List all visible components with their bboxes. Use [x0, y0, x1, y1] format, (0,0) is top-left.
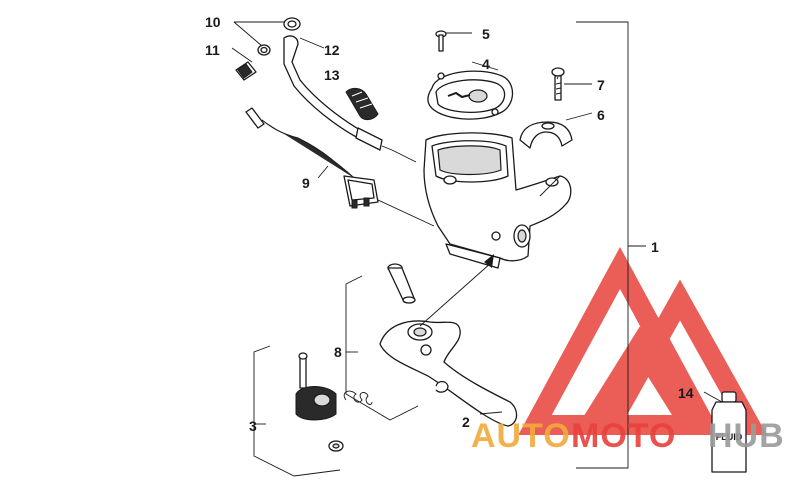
- assembly-bracket-1: [576, 21, 646, 469]
- brake-switch-9: [245, 107, 435, 227]
- adjuster-bracket-3: [253, 345, 341, 477]
- rubber-boot-13: [345, 87, 379, 121]
- circlip: [435, 380, 449, 393]
- lever-spring: [343, 390, 373, 405]
- watermark-logo: [518, 246, 768, 435]
- callout-10-leaders: [233, 21, 284, 47]
- pivot-bolt: [387, 263, 416, 304]
- callout-10: 10: [205, 14, 221, 30]
- callout-3: 3: [249, 418, 257, 434]
- bolt-11: [231, 47, 257, 81]
- watermark-part-moto: MOTO: [571, 417, 676, 455]
- callout-9: 9: [302, 175, 310, 191]
- lever-bracket-8: [345, 275, 419, 421]
- reservoir-cover-4: [427, 61, 514, 120]
- banjo-fitting-12: [257, 17, 417, 163]
- callout-labels: 10 11 12 13 5 4 7 6 1 9 8 2 3 14: [205, 14, 694, 434]
- callout-1: 1: [651, 239, 659, 255]
- callout-7: 7: [597, 77, 605, 93]
- handlebar-clamp-6: [519, 112, 593, 149]
- watermark-part-hub: HUB: [708, 417, 785, 455]
- screw-7: [551, 67, 592, 101]
- callout-8: 8: [334, 344, 342, 360]
- callout-13: 13: [324, 67, 340, 83]
- master-cylinder-body: [423, 132, 572, 269]
- brake-fluid-bottle-14: FLUID: [703, 391, 747, 473]
- bottle-label: FLUID: [716, 432, 743, 442]
- callout-14: 14: [678, 385, 694, 401]
- callout-12: 12: [324, 42, 340, 58]
- adjuster-block: [295, 352, 344, 452]
- watermark-text: AUTO MOTO HUB: [471, 417, 785, 455]
- cover-logo-icon: [447, 89, 488, 103]
- watermark-part-auto: AUTO: [471, 417, 571, 455]
- callout-2: 2: [462, 414, 470, 430]
- callout-5: 5: [482, 26, 490, 42]
- callout-4: 4: [482, 56, 490, 72]
- screw-5: [435, 30, 472, 52]
- callout-11: 11: [205, 42, 220, 58]
- callout-6: 6: [597, 107, 605, 123]
